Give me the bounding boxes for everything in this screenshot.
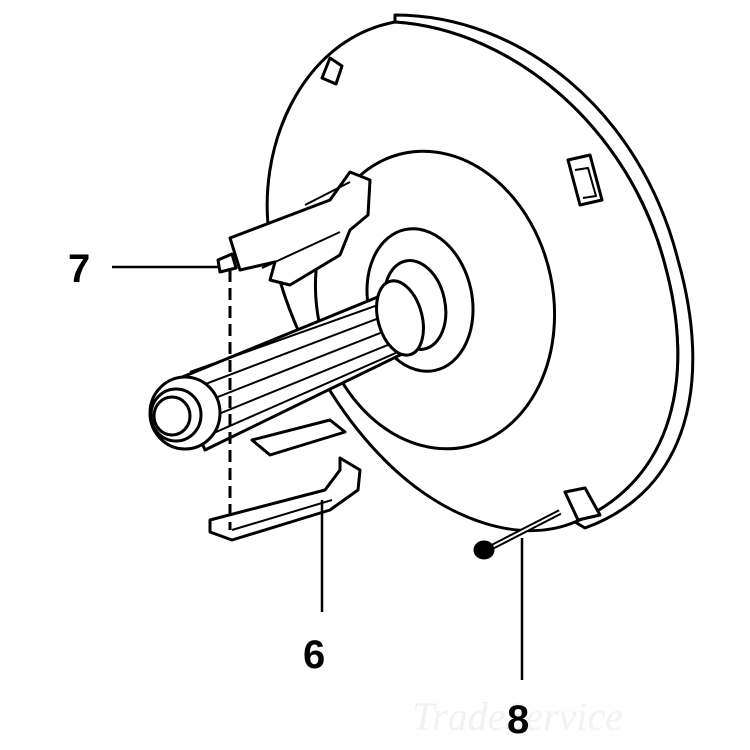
upper-clip-bracket (216, 170, 372, 287)
watermark-text: TradeService (412, 694, 623, 739)
leader-lines (112, 265, 524, 680)
callout-label-7: 7 (68, 247, 90, 291)
callout-label-6: 6 (303, 633, 325, 677)
retaining-pin (473, 509, 562, 560)
callout-label-8: 8 (507, 698, 529, 742)
hub-plate (313, 149, 557, 451)
lower-clip-bracket (208, 418, 362, 542)
splined-shaft (148, 279, 425, 452)
